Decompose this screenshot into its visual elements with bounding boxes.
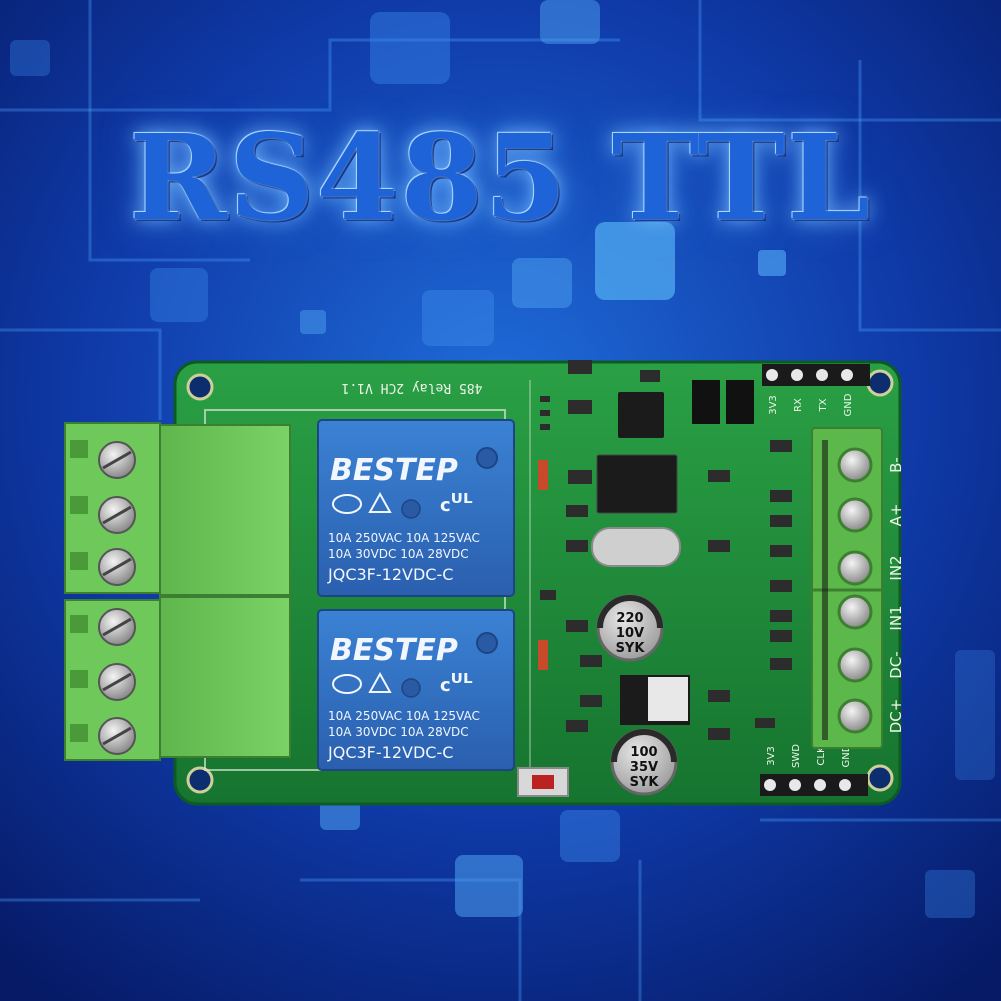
smd-led <box>538 640 548 670</box>
header-pin-label: 3V3 <box>766 746 777 766</box>
capacitor-voltage: 35V <box>630 760 658 775</box>
terminal-screw <box>837 497 873 533</box>
relay-brand: BESTEP <box>330 633 458 668</box>
capacitor-value: 220 <box>616 611 643 626</box>
microcontroller-chip <box>596 454 678 514</box>
terminal-label: IN2 <box>887 555 905 580</box>
top-pin-header: 3V3 RX TX GND <box>762 364 870 416</box>
mounting-hole <box>866 764 894 792</box>
terminal-label: DC+ <box>887 699 905 734</box>
capacitor-220uf: 220 10V SYK <box>596 594 664 662</box>
rs485-transceiver-chip <box>618 392 664 438</box>
certification-triangle-icon <box>368 491 392 513</box>
mounting-hole <box>186 373 214 401</box>
capacitor-brand: SYK <box>616 641 646 656</box>
regulator-tab <box>648 677 688 721</box>
board-silkscreen-title: 485 Relay 2CH V1.1 <box>342 380 483 395</box>
crystal-oscillator <box>591 527 681 567</box>
terminal-screw <box>837 447 873 483</box>
relay-model: JQC3F-12VDC-C <box>327 743 453 762</box>
header-pin-label: SWD <box>791 744 802 768</box>
header-pin-label: GND <box>843 393 854 416</box>
relay-bottom: BESTEP cᵁᴸ 10A 250VAC 10A 125VAC 10A 30V… <box>317 609 515 771</box>
capacitor-100uf: 100 35V SYK <box>610 728 678 796</box>
terminal-label: IN1 <box>887 605 905 630</box>
smd-led <box>538 460 548 490</box>
cqc-mark-icon <box>332 494 362 514</box>
relay-top: BESTEP cᵁᴸ 10A 250VAC 10A 125VAC 10A 30V… <box>317 419 515 597</box>
header-pin-label: CLK <box>816 746 827 766</box>
terminal-label: DC- <box>887 651 905 678</box>
relay-rating-line2: 10A 30VDC 10A 28VDC <box>328 725 469 739</box>
terminal-screw <box>837 698 873 734</box>
glow-squares <box>10 0 995 918</box>
terminal-label: B- <box>887 457 905 473</box>
header-pin-label: RX <box>793 398 804 412</box>
relay-model: JQC3F-12VDC-C <box>327 565 453 584</box>
capacitor-value: 100 <box>630 745 657 760</box>
bottom-pin-header: 3V3 SWD CLK GND <box>760 744 868 796</box>
certification-triangle-icon <box>368 671 392 693</box>
capacitor-brand: SYK <box>630 775 660 790</box>
reset-button <box>517 767 569 797</box>
header-pin-label: GND <box>841 744 852 767</box>
mounting-hole <box>866 369 894 397</box>
diode-package <box>726 380 754 424</box>
reset-button-cap <box>532 775 554 789</box>
components <box>517 360 792 797</box>
relay-rating-line1: 10A 250VAC 10A 125VAC <box>328 531 480 545</box>
ul-mark-icon: cᵁᴸ <box>440 669 473 697</box>
header-pin-label: 3V3 <box>768 395 779 415</box>
capacitor-voltage: 10V <box>616 626 644 641</box>
header-pin-label: TX <box>818 398 829 412</box>
relay-rating-line1: 10A 250VAC 10A 125VAC <box>328 709 480 723</box>
relay-rating-line2: 10A 30VDC 10A 28VDC <box>328 547 469 561</box>
product-title: RS485 TTL <box>128 108 873 247</box>
diode-package <box>692 380 720 424</box>
mounting-hole <box>186 766 214 794</box>
relay-brand: BESTEP <box>330 453 458 488</box>
terminal-screw <box>837 647 873 683</box>
terminal-label: A+ <box>887 504 905 527</box>
terminal-screw <box>837 594 873 630</box>
cqc-mark-icon <box>332 674 362 694</box>
left-terminal-block-bottom <box>64 596 291 761</box>
terminal-screw <box>837 550 873 586</box>
right-terminal-block: B- A+ IN2 IN1 DC- DC+ <box>811 427 905 749</box>
left-terminal-block-top <box>64 422 291 596</box>
